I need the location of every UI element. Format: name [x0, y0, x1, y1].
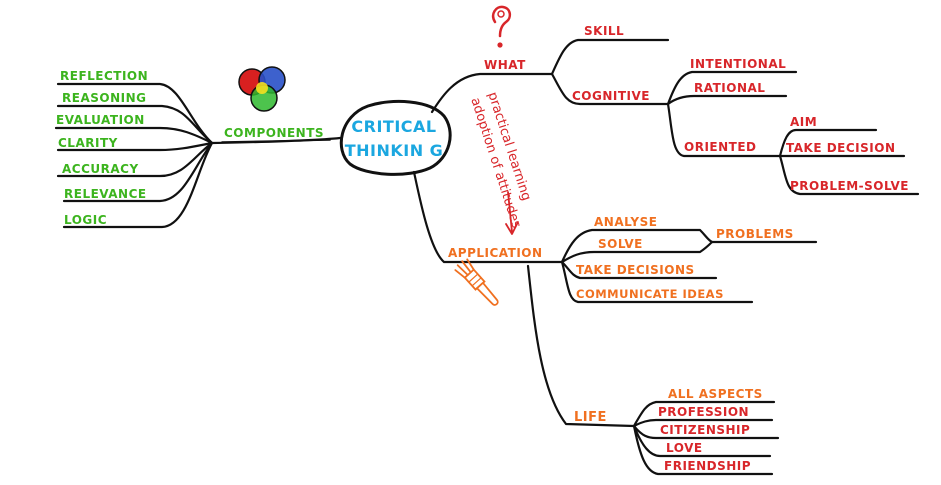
all-aspects-branch [632, 400, 776, 428]
what-label: WHAT [484, 58, 526, 72]
love-label: LOVE [666, 441, 703, 455]
paintbrush-icon [454, 258, 499, 306]
component-item-evaluation: EVALUATION [56, 113, 145, 127]
skill-branch [550, 38, 670, 76]
intentional-branch [666, 70, 798, 106]
center-bubble [339, 99, 452, 176]
friendship-label: FRIENDSHIP [664, 459, 751, 473]
all-aspects-label: ALL ASPECTS [668, 387, 763, 401]
practical-learning-note: practical learning adoption of attitudes [467, 90, 533, 230]
analyse-branch [560, 228, 714, 264]
citizenship-label: CITIZENSHIP [660, 423, 750, 437]
communicate-ideas-branch [560, 260, 754, 304]
component-item-reasoning: REASONING [62, 91, 146, 105]
oriented-branch [666, 102, 782, 158]
aim-label: AIM [790, 115, 817, 129]
component-item-relevance: RELEVANCE [64, 187, 147, 201]
aim-branch [778, 128, 878, 158]
center-title-line2: THINKIN G [345, 141, 444, 160]
skill-label: SKILL [584, 24, 624, 38]
component-line-6 [62, 141, 214, 203]
application-main-branch [412, 170, 564, 264]
communicate-ideas-label: COMMUNICATE IDEAS [576, 287, 724, 301]
problem-solve-branch [778, 154, 920, 196]
life-label: LIFE [574, 410, 607, 425]
analyse-label: ANALYSE [594, 215, 657, 229]
take-decisions-branch [560, 260, 718, 280]
citizenship-branch [632, 424, 780, 440]
life-branch [526, 264, 636, 428]
component-item-logic: LOGIC [64, 213, 107, 227]
friendship-branch [632, 424, 774, 476]
component-item-accuracy: ACCURACY [62, 162, 139, 176]
component-line-2 [56, 104, 214, 145]
components-underline [221, 139, 331, 143]
solve-branch [560, 240, 714, 264]
component-line-3 [54, 126, 214, 145]
take-decisions-label: TAKE DECISIONS [576, 263, 695, 277]
cognitive-label: COGNITIVE [572, 89, 650, 103]
profession-branch [632, 418, 774, 428]
component-item-clarity: CLARITY [58, 136, 118, 150]
intentional-label: INTENTIONAL [690, 57, 786, 71]
profession-label: PROFESSION [658, 405, 749, 419]
component-item-reflection: REFLECTION [60, 69, 148, 83]
oriented-label: ORIENTED [684, 140, 757, 154]
problem-solve-label: PROBLEM-SOLVE [790, 179, 909, 193]
component-line-7 [62, 141, 214, 229]
problems-label: PROBLEMS [716, 227, 794, 241]
component-line-5 [56, 141, 214, 178]
rational-label: RATIONAL [694, 81, 765, 95]
components-label: COMPONENTS [224, 126, 324, 140]
application-label: APPLICATION [448, 246, 543, 260]
question-mark-icon [491, 5, 512, 48]
center-title-line1: CRITICAL [351, 117, 436, 136]
what-main-branch [430, 72, 554, 114]
solve-label: SOLVE [598, 237, 643, 251]
venn-circles-icon [238, 66, 286, 112]
rational-branch [666, 94, 788, 106]
note-arrow [505, 191, 519, 235]
take-decision-label: TAKE DECISION [786, 141, 896, 155]
cognitive-branch [550, 72, 670, 106]
love-branch [632, 424, 772, 458]
component-line-4 [56, 141, 214, 152]
